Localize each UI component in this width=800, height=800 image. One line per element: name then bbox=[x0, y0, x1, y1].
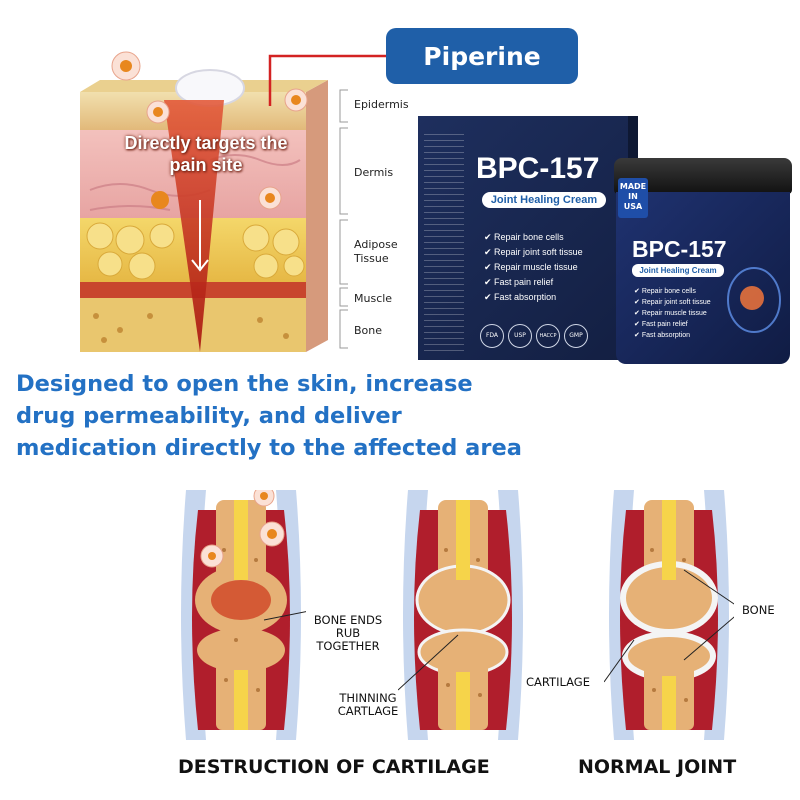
product-subtitle: Joint Healing Cream bbox=[482, 192, 606, 208]
layer-label-adipose: Adipose Tissue bbox=[354, 238, 398, 265]
jar-benefit-list: ✔ Repair bone cells ✔ Repair joint soft … bbox=[634, 286, 711, 341]
jar-made-in-badge: MADE IN USA bbox=[618, 178, 648, 218]
product-jar: MADE IN USA BPC-157 Joint Healing Cream … bbox=[614, 158, 792, 366]
jar-product-name: BPC-157 bbox=[632, 236, 727, 262]
piperine-badge: Piperine bbox=[386, 28, 578, 84]
layer-brackets bbox=[339, 89, 348, 349]
label-cartilage: CARTILAGE bbox=[526, 675, 590, 689]
benefit-item: ✔ Fast absorption bbox=[484, 292, 557, 302]
caption-destruction: DESTRUCTION OF CARTILAGE bbox=[178, 756, 490, 778]
fda-badge-icon: FDA bbox=[480, 324, 504, 348]
haccp-badge-icon: HACCP bbox=[536, 324, 560, 348]
skin-diagram: Directly targets the pain site bbox=[60, 40, 350, 360]
benefit-item: ✔ Repair bone cells bbox=[484, 232, 564, 242]
layer-label-muscle: Muscle bbox=[354, 292, 393, 305]
layer-label-bone: Bone bbox=[354, 324, 383, 337]
benefit-list: ✔ Repair bone cells ✔ Repair joint soft … bbox=[484, 230, 583, 305]
benefit-item: ✔ Repair joint soft tissue bbox=[484, 247, 583, 257]
headline-line: medication directly to the affected area bbox=[16, 435, 522, 461]
jar-benefit-item: ✔ Repair muscle tissue bbox=[634, 310, 707, 317]
label-bone-ends-rub: BONE ENDS RUB TOGETHER bbox=[313, 613, 383, 653]
jar-body bbox=[616, 192, 790, 364]
damaged-joint-illustration bbox=[181, 490, 306, 740]
headline-line: drug permeability, and deliver bbox=[16, 403, 402, 429]
jar-product-subtitle: Joint Healing Cream bbox=[632, 264, 724, 277]
certification-row: FDA USP HACCP GMP bbox=[480, 324, 588, 348]
benefit-item: ✔ Fast pain relief bbox=[484, 277, 554, 287]
label-bone: BONE bbox=[742, 603, 775, 617]
layer-label-dermis: Dermis bbox=[354, 166, 394, 179]
headline: Designed to open the skin, increase drug… bbox=[16, 368, 576, 464]
layer-label-epidermis: Epidermis bbox=[354, 98, 409, 111]
jar-benefit-item: ✔ Repair bone cells bbox=[634, 288, 696, 295]
thinning-joint-illustration bbox=[398, 490, 523, 740]
caption-normal: NORMAL JOINT bbox=[578, 756, 737, 778]
jar-benefit-item: ✔ Fast absorption bbox=[634, 332, 691, 339]
product-name: BPC-157 bbox=[476, 152, 600, 185]
knee-glow-icon bbox=[727, 267, 781, 333]
benefit-item: ✔ Repair muscle tissue bbox=[484, 262, 578, 272]
skin-overlay-text: Directly targets the pain site bbox=[124, 133, 288, 175]
normal-joint-illustration bbox=[604, 490, 734, 740]
box-fine-print bbox=[424, 134, 464, 354]
jar-benefit-item: ✔ Repair joint soft tissue bbox=[634, 299, 711, 306]
headline-line: Designed to open the skin, increase bbox=[16, 371, 473, 397]
jar-benefit-item: ✔ Fast pain relief bbox=[634, 321, 688, 328]
label-thinning-cartilage: THINNING CARTLAGE bbox=[337, 691, 399, 718]
connector-line bbox=[268, 54, 386, 106]
usp-badge-icon: USP bbox=[508, 324, 532, 348]
skin-cross-section-illustration bbox=[80, 51, 328, 352]
molecule-icon bbox=[111, 51, 308, 210]
gmp-badge-icon: GMP bbox=[564, 324, 588, 348]
product-box: BPC-157 Joint Healing Cream ✔ Repair bon… bbox=[418, 116, 638, 360]
